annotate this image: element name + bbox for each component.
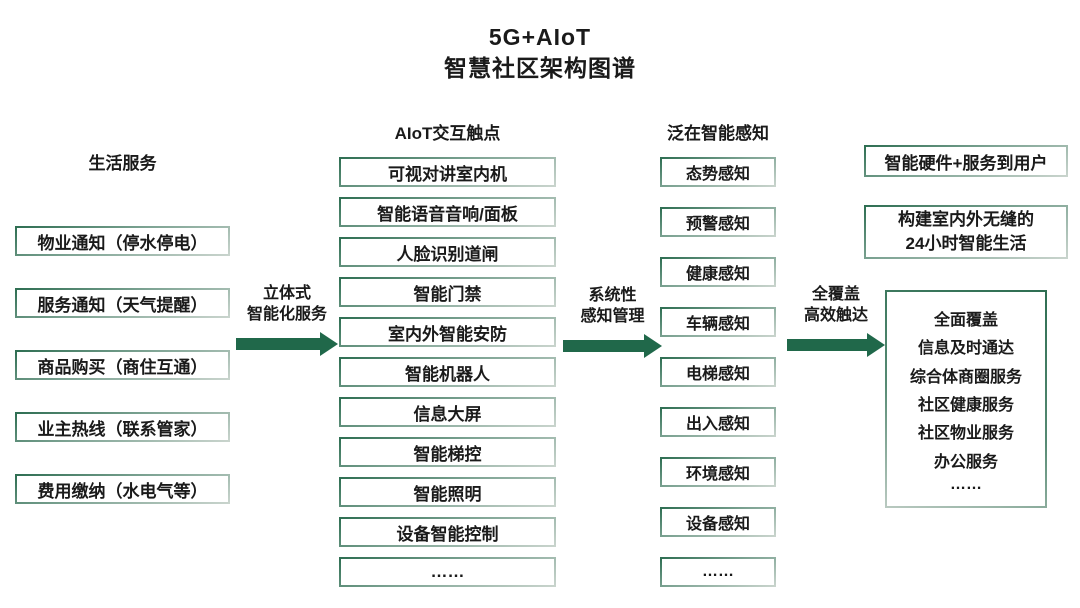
- outcome-lifestyle-box: 构建室内外无缝的 24小时智能生活: [864, 205, 1068, 259]
- ubiquitous-sensing-column: 态势感知 预警感知 健康感知 车辆感知 电梯感知 出入感知 环境感知 设备感知 …: [660, 157, 776, 587]
- outcome-hardware-service-box: 智能硬件+服务到用户: [864, 145, 1068, 177]
- sensing-box: 电梯感知: [660, 357, 776, 387]
- aiot-touchpoint-box: 智能语音音响/面板: [339, 197, 556, 227]
- aiot-touchpoint-box: 室内外智能安防: [339, 317, 556, 347]
- life-service-box: 业主热线（联系管家）: [15, 412, 230, 442]
- aiot-touchpoint-box-ellipsis: ……: [339, 557, 556, 587]
- aiot-touchpoint-box: 信息大屏: [339, 397, 556, 427]
- arrow-systematic-sensing-management: 系统性 感知管理: [563, 285, 662, 358]
- arrow-shaft: [236, 338, 322, 350]
- arrow-label-line-1: 全覆盖: [811, 286, 860, 303]
- arrow-head: [320, 332, 338, 356]
- arrow-shaft: [787, 339, 869, 351]
- coverage-item: 社区健康服务: [917, 396, 1014, 414]
- coverage-item: 综合体商圈服务: [909, 368, 1022, 386]
- sensing-box: 车辆感知: [660, 307, 776, 337]
- arrow-label: 全覆盖 高效触达: [804, 284, 868, 326]
- aiot-touchpoint-box: 智能门禁: [339, 277, 556, 307]
- coverage-item: 全面覆盖: [933, 312, 998, 329]
- arrow-stereoscopic-intelligent-service: 立体式 智能化服务: [236, 283, 338, 356]
- arrow-label-line-2: 感知管理: [580, 308, 645, 325]
- title-line-2: 智慧社区架构图谱: [444, 55, 636, 81]
- life-service-box: 费用缴纳（水电气等）: [15, 474, 230, 504]
- title-line-1: 5G+AIoT: [488, 24, 592, 50]
- aiot-touchpoint-box: 设备智能控制: [339, 517, 556, 547]
- arrow-label-line-2: 高效触达: [803, 307, 868, 324]
- sensing-box: 设备感知: [660, 507, 776, 537]
- aiot-touchpoints-column: 可视对讲室内机 智能语音音响/面板 人脸识别道闸 智能门禁 室内外智能安防 智能…: [339, 157, 556, 587]
- arrow-label-line-1: 立体式: [262, 285, 311, 302]
- sensing-box: 预警感知: [660, 207, 776, 237]
- coverage-item: 办公服务: [933, 453, 998, 471]
- aiot-touchpoint-box: 智能机器人: [339, 357, 556, 387]
- arrow-label: 系统性 感知管理: [580, 285, 644, 327]
- coverage-item: 社区物业服务: [917, 425, 1014, 443]
- column-header-aiot-touchpoints: AIoT交互触点: [394, 124, 501, 143]
- right-arrow-icon: [563, 334, 662, 358]
- right-arrow-icon: [787, 333, 885, 357]
- life-services-column: 物业通知（停水停电） 服务通知（天气提醒） 商品购买（商住互通） 业主热线（联系…: [15, 226, 230, 504]
- arrow-label: 立体式 智能化服务: [247, 283, 327, 325]
- sensing-box: 健康感知: [660, 257, 776, 287]
- aiot-touchpoint-box: 人脸识别道闸: [339, 237, 556, 267]
- column-header-life-services: 生活服务: [88, 154, 157, 173]
- right-arrow-icon: [236, 332, 338, 356]
- aiot-touchpoint-box: 智能梯控: [339, 437, 556, 467]
- full-coverage-services-box: 全面覆盖 信息及时通达 综合体商圈服务 社区健康服务 社区物业服务 办公服务 ……: [885, 290, 1047, 508]
- coverage-item-ellipsis: ……: [950, 475, 982, 493]
- coverage-item: 信息及时通达: [917, 340, 1014, 358]
- sensing-box-ellipsis: ……: [660, 557, 776, 587]
- column-header-ubiquitous-sensing: 泛在智能感知: [667, 124, 769, 143]
- outcome-lifestyle-line-2: 24小时智能生活: [905, 234, 1027, 253]
- arrow-head: [867, 333, 885, 357]
- life-service-box: 商品购买（商住互通）: [15, 350, 230, 380]
- sensing-box: 环境感知: [660, 457, 776, 487]
- sensing-box: 出入感知: [660, 407, 776, 437]
- arrow-head: [644, 334, 662, 358]
- life-service-box: 物业通知（停水停电）: [15, 226, 230, 256]
- sensing-box: 态势感知: [660, 157, 776, 187]
- arrow-label-line-2: 智能化服务: [246, 306, 327, 323]
- arrow-full-coverage-efficient-reach: 全覆盖 高效触达: [787, 284, 885, 357]
- page-title: 5G+AIoT 智慧社区架构图谱: [0, 22, 1080, 84]
- aiot-touchpoint-box: 可视对讲室内机: [339, 157, 556, 187]
- arrow-label-line-1: 系统性: [588, 287, 637, 304]
- arrow-shaft: [563, 340, 646, 352]
- life-service-box: 服务通知（天气提醒）: [15, 288, 230, 318]
- outcome-lifestyle-line-1: 构建室内外无缝的: [898, 210, 1034, 229]
- aiot-touchpoint-box: 智能照明: [339, 477, 556, 507]
